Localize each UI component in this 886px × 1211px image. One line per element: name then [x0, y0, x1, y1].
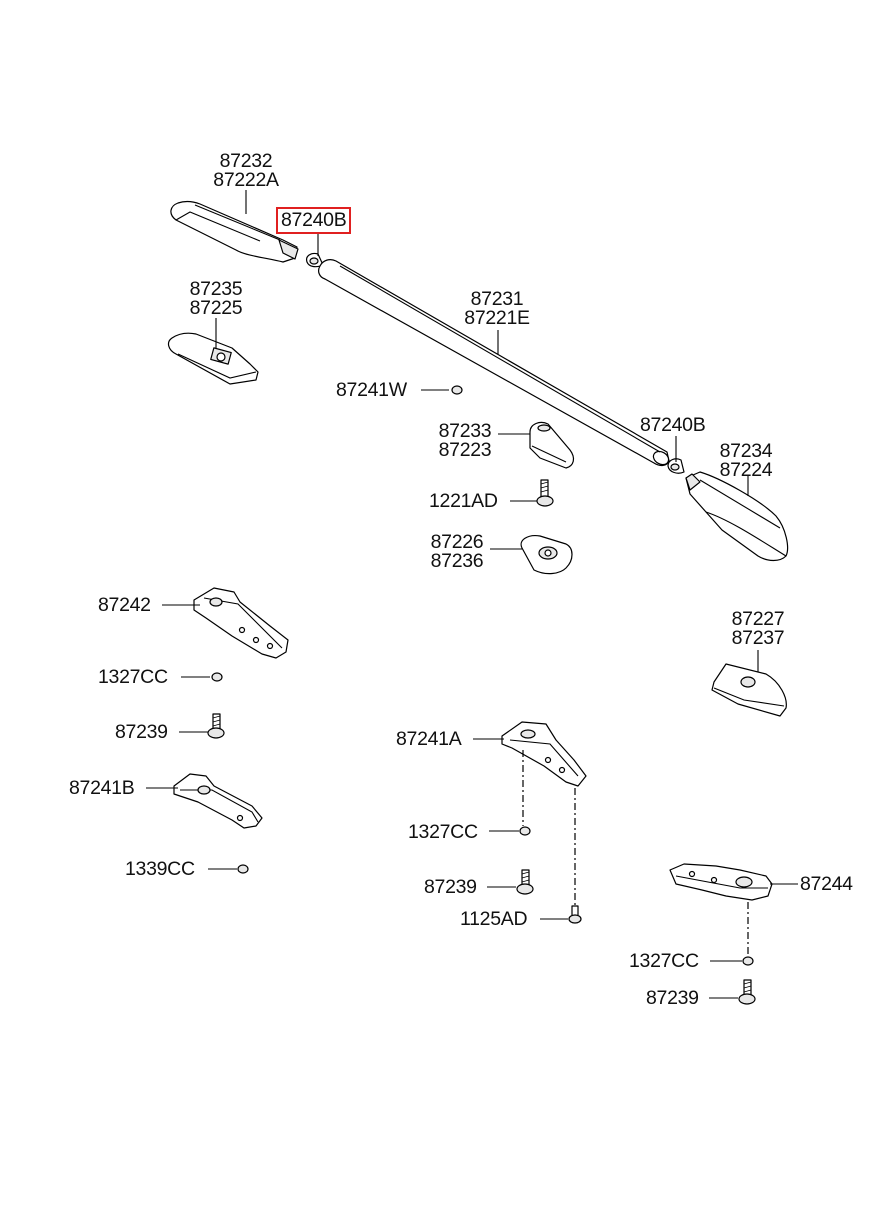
- label-bolt-87239-right: 87239: [646, 987, 699, 1009]
- label-rear-pad: 87227 87237: [726, 608, 790, 649]
- label-bolt-1221ad: 1221AD: [429, 490, 498, 512]
- label-front-end-cover: 87232 87222A: [205, 150, 287, 191]
- label-line: 87232: [219, 150, 273, 172]
- bolt-1221ad-part: [536, 479, 554, 507]
- label-bracket-87241a: 87241A: [396, 728, 462, 750]
- label-line: 87223: [438, 439, 492, 461]
- label-nut-1327cc-left: 1327CC: [98, 666, 168, 688]
- label-line: 87235: [189, 278, 243, 300]
- leader-lines: [146, 190, 798, 999]
- nut-1327cc-left-part: [211, 672, 223, 682]
- front-pad-part: [167, 332, 259, 385]
- label-bolt-87239-left: 87239: [115, 721, 168, 743]
- nut-1327cc-center-part: [519, 826, 531, 836]
- bracket-87244-part: [669, 863, 773, 958]
- front-end-cover-part: [170, 201, 299, 263]
- bracket-87241b-part: [173, 773, 263, 829]
- label-bracket-87242: 87242: [98, 594, 151, 616]
- label-rear-cap: 87240B: [640, 414, 706, 436]
- bolt-87239-right-part: [738, 979, 756, 1005]
- label-bracket-87244: 87244: [800, 873, 853, 895]
- label-line: 87222A: [213, 169, 279, 191]
- roof-rail-part: [318, 259, 670, 467]
- rear-end-cover-part: [685, 471, 789, 562]
- center-cover-part: [529, 421, 575, 469]
- rear-cap-part: [667, 458, 685, 474]
- label-nut-87241w: 87241W: [336, 379, 407, 401]
- label-bracket-87241b: 87241B: [69, 777, 135, 799]
- label-bolt-87239-center: 87239: [424, 876, 477, 898]
- label-center-cover: 87233 87223: [432, 420, 498, 461]
- label-screw-1125ad: 1125AD: [460, 908, 528, 930]
- bracket-87242-part: [193, 587, 289, 659]
- bolt-87239-center-part: [516, 869, 534, 895]
- rear-pad-part: [711, 663, 787, 717]
- label-nut-1327cc-center: 1327CC: [408, 821, 478, 843]
- nut-87241w-part: [451, 385, 463, 395]
- label-front-cap-highlighted: 87240B: [276, 207, 352, 234]
- label-line: 87224: [719, 459, 773, 481]
- label-line: 87233: [438, 420, 492, 442]
- nut-1327cc-right-part: [742, 956, 754, 966]
- label-rear-end-cover: 87234 87224: [714, 440, 778, 481]
- label-line: 87221E: [464, 307, 530, 329]
- label-line: 87231: [470, 288, 524, 310]
- label-line: 87234: [719, 440, 773, 462]
- label-roof-rail: 87231 87221E: [455, 288, 539, 329]
- label-line: 87225: [189, 297, 243, 319]
- label-center-pad: 87226 87236: [424, 531, 490, 572]
- screw-1125ad-part: [568, 905, 582, 924]
- center-pad-part: [520, 535, 573, 575]
- label-nut-1339cc: 1339CC: [125, 858, 195, 880]
- label-line: 87227: [731, 608, 785, 630]
- label-line: 87236: [430, 550, 484, 572]
- bracket-87241a-part: [501, 721, 587, 908]
- front-cap-part: [306, 252, 324, 268]
- nut-1339cc-part: [237, 864, 249, 874]
- label-front-pad: 87235 87225: [182, 278, 250, 319]
- bolt-87239-left-part: [207, 713, 225, 739]
- label-line: 87237: [731, 627, 785, 649]
- label-line: 87226: [430, 531, 484, 553]
- label-nut-1327cc-right: 1327CC: [629, 950, 699, 972]
